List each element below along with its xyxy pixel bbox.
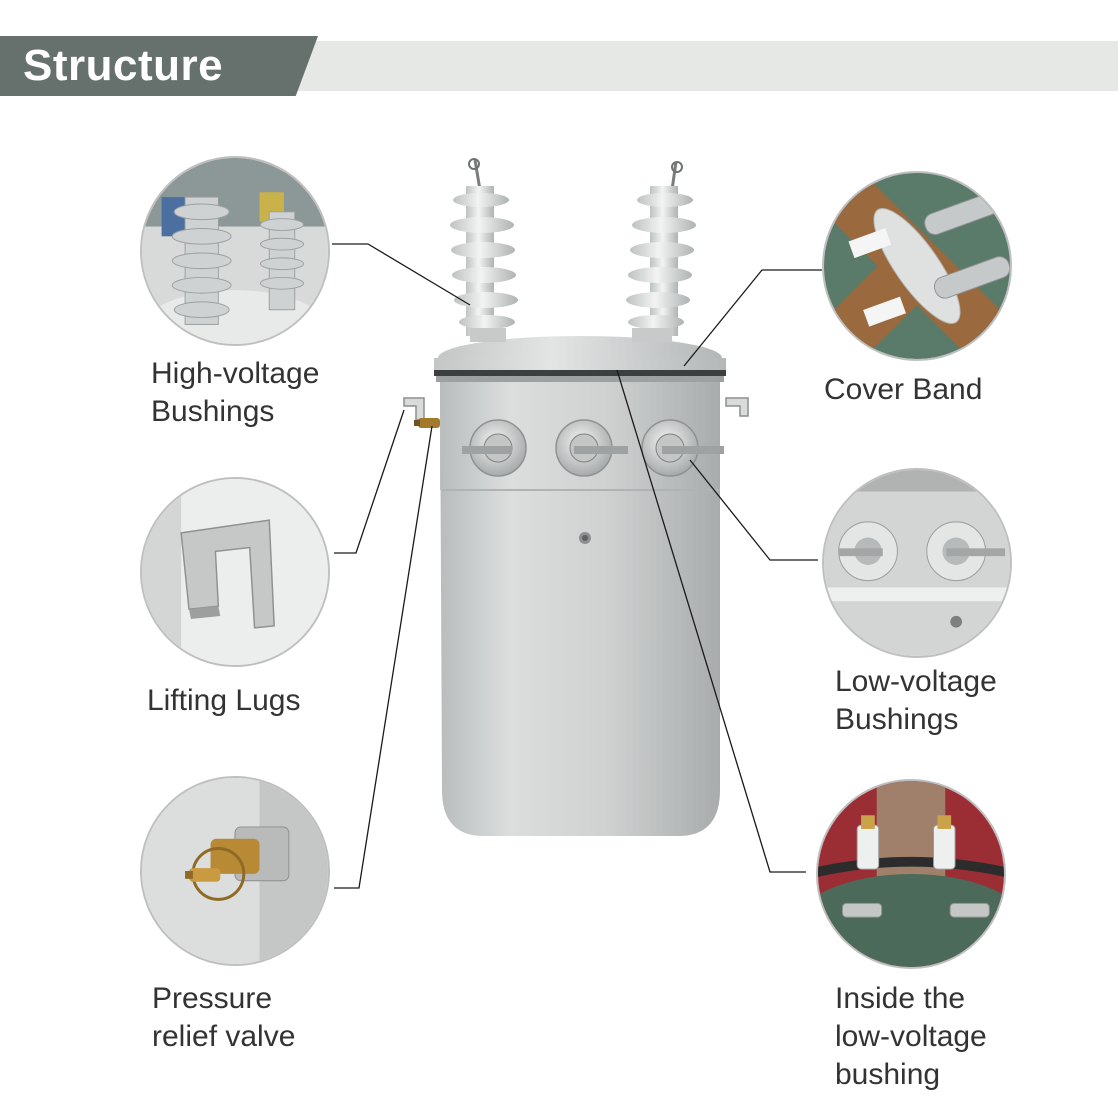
- header-tab: [0, 36, 318, 96]
- caption-pressure-relief: Pressure relief valve: [152, 980, 295, 1056]
- detail-lv-bushings: [822, 468, 1012, 658]
- leader-lv-bushings: [689, 459, 818, 561]
- pressure-relief-drawing: [414, 418, 440, 428]
- inside-lv-closeup-image: [818, 781, 1004, 967]
- cover-band-closeup-image: [824, 173, 1010, 359]
- detail-cover-band: [822, 171, 1012, 361]
- caption-lugs-line1: Lifting Lugs: [147, 684, 301, 717]
- caption-lv-line1: Low-voltage: [835, 665, 997, 698]
- leader-cover-band: [683, 269, 822, 367]
- caption-inside-line1: Inside the: [835, 982, 966, 1015]
- low-voltage-bushings-drawing: [462, 419, 724, 477]
- caption-lifting-lugs: Lifting Lugs: [147, 682, 300, 720]
- leader-pressure-relief: [334, 425, 433, 889]
- high-voltage-bushings-drawing: [450, 158, 696, 342]
- caption-hv-line2: Bushings: [151, 395, 275, 428]
- lv-bushing-closeup-image: [824, 470, 1010, 656]
- lifting-lug-closeup-image: [142, 479, 328, 665]
- caption-inside-line2: low-voltage: [835, 1020, 987, 1053]
- leader-lines: [332, 243, 822, 889]
- leader-hv-bushings: [332, 243, 471, 306]
- caption-lv-bushings: Low-voltage Bushings: [835, 663, 997, 739]
- cover-band-drawing: [434, 336, 726, 382]
- detail-inside-lv: [816, 779, 1006, 969]
- caption-prv-line2: relief valve: [152, 1020, 296, 1053]
- leader-inside-lv: [616, 369, 806, 873]
- detail-lifting-lugs: [140, 477, 330, 667]
- caption-inside-lv: Inside the low-voltage bushing: [835, 980, 987, 1094]
- detail-pressure-relief: [140, 776, 330, 966]
- leader-lifting-lugs: [334, 409, 405, 554]
- pressure-relief-closeup-image: [142, 778, 328, 964]
- detail-hv-bushings: [140, 156, 330, 346]
- caption-cover-band: Cover Band: [824, 371, 982, 409]
- caption-inside-line3: bushing: [835, 1058, 941, 1091]
- caption-hv-line1: High-voltage: [151, 357, 320, 390]
- caption-lv-line2: Bushings: [835, 703, 959, 736]
- caption-hv-bushings: High-voltage Bushings: [151, 355, 319, 431]
- hv-bushing-closeup-image: [142, 158, 328, 344]
- caption-cover-line1: Cover Band: [824, 373, 983, 406]
- caption-prv-line1: Pressure: [152, 982, 273, 1015]
- page-title: Structure: [23, 41, 224, 90]
